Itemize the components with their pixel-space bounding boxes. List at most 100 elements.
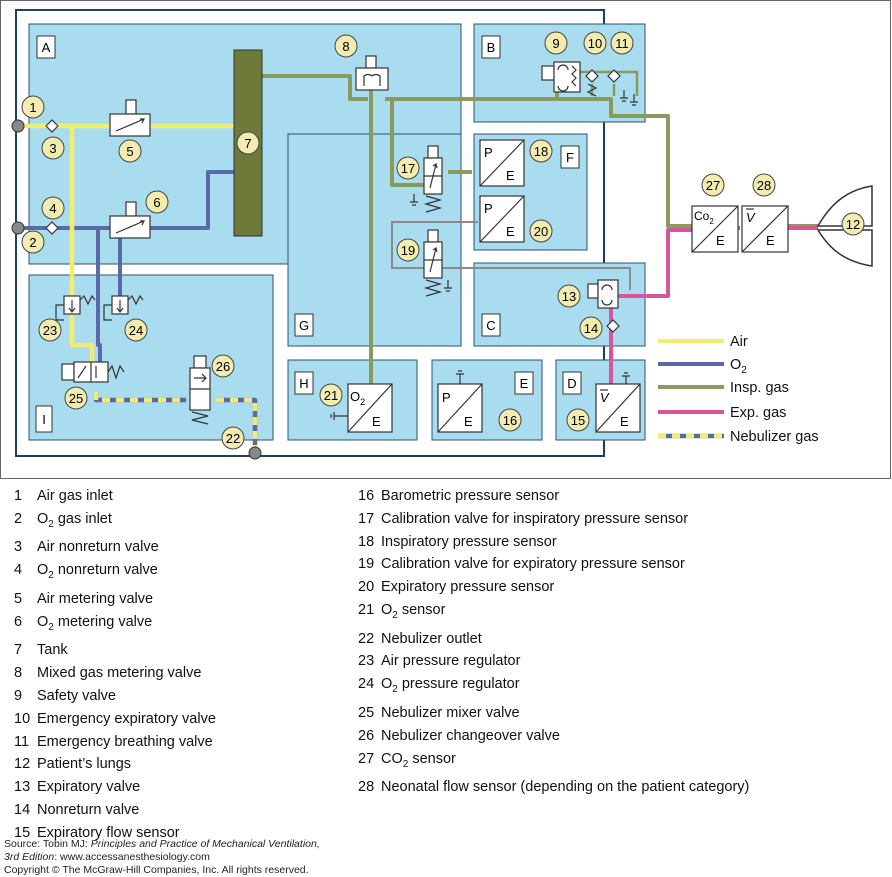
- svg-text:3: 3: [49, 141, 56, 156]
- callout-20: 20: [529, 219, 553, 243]
- legend-text-rest: nonreturn valve: [53, 562, 158, 579]
- section-letter-f: F: [560, 145, 580, 169]
- legend-number: 26: [358, 727, 375, 744]
- legend-text: Air metering valve: [37, 590, 154, 607]
- o2-metering-valve: [109, 201, 151, 239]
- svg-text:E: E: [766, 233, 775, 248]
- o2-line-regulator: [96, 228, 102, 374]
- svg-text:23: 23: [43, 323, 57, 338]
- svg-text:16: 16: [503, 413, 517, 428]
- air-metering-valve: [109, 99, 151, 137]
- inspiratory-pressure-sensor: P E: [479, 139, 525, 187]
- legend-number: 2: [14, 510, 23, 527]
- svg-text:A: A: [42, 40, 51, 55]
- legend-text: Nebulizer mixer valve: [381, 704, 520, 721]
- legend-text: Expiratory flow sensor: [37, 824, 180, 841]
- svg-text:F: F: [566, 150, 574, 165]
- o2-pressure-regulator: [103, 294, 144, 321]
- svg-text:G: G: [299, 318, 309, 333]
- legend-subscript: 2: [48, 621, 54, 633]
- svg-text:E: E: [506, 224, 515, 239]
- svg-text:5: 5: [126, 144, 133, 159]
- callout-19: 19: [396, 238, 420, 262]
- legend-text-rest: metering valve: [53, 613, 153, 630]
- callout-18: 18: [529, 139, 553, 163]
- insp-gas-line-calibration: [390, 99, 472, 187]
- legend-number: 24: [358, 676, 375, 693]
- legend-number: 4: [14, 562, 23, 579]
- key-o2-label: O2: [730, 357, 747, 376]
- legend-text: Calibration valve for inspiratory pressu…: [381, 510, 689, 527]
- pressure-line-exp: [391, 221, 631, 290]
- svg-text:6: 6: [153, 195, 160, 210]
- legend-subscript: 2: [402, 758, 409, 770]
- legend-text: Calibration valve for expiratory pressur…: [381, 556, 685, 573]
- section-letter-d: D: [562, 371, 582, 395]
- legend-text: Nonreturn valve: [37, 802, 140, 819]
- svg-text:4: 4: [49, 201, 56, 216]
- legend-text: O: [381, 676, 393, 693]
- legend-text: Emergency expiratory valve: [37, 710, 216, 727]
- svg-text:26: 26: [216, 359, 230, 374]
- legend-subscript: 2: [48, 570, 54, 582]
- svg-text:2: 2: [29, 235, 36, 250]
- svg-text:9: 9: [552, 36, 559, 51]
- key-neb-label: Nebulizer gas: [730, 429, 819, 445]
- svg-text:O2: O2: [350, 389, 365, 407]
- emergency-expiratory-valve: [585, 69, 599, 83]
- safety-valve: [541, 61, 581, 93]
- svg-text:25: 25: [69, 391, 83, 406]
- svg-text:10: 10: [588, 36, 602, 51]
- legend-text: Air nonreturn valve: [37, 539, 159, 556]
- legend-text: Expiratory pressure sensor: [381, 579, 555, 596]
- svg-text:E: E: [506, 168, 515, 183]
- expiratory-valve: [587, 279, 619, 309]
- legend-number: 3: [14, 539, 23, 556]
- legend-number: 21: [358, 601, 375, 618]
- callout-9: 9: [544, 31, 568, 55]
- legend-text: O: [37, 562, 49, 579]
- legend-number: 19: [358, 556, 375, 573]
- svg-text:20: 20: [534, 224, 548, 239]
- ground-symbol-b2: [630, 94, 638, 106]
- legend-text: Air gas inlet: [37, 488, 113, 504]
- insp-gas-line-main: [385, 97, 694, 228]
- legend-number: 13: [14, 779, 31, 796]
- svg-text:27: 27: [706, 178, 720, 193]
- svg-text:H: H: [299, 376, 308, 391]
- callout-25: 25: [64, 386, 88, 410]
- callout-7: 7: [236, 131, 260, 155]
- key-insp-label: Insp. gas: [730, 380, 789, 396]
- expiratory-pressure-sensor: P E: [479, 195, 525, 243]
- source-credit: Source: Tobin MJ: Principles and Practic…: [4, 838, 320, 877]
- legend-subscript: 2: [392, 609, 398, 621]
- callout-17: 17: [396, 156, 420, 180]
- legend-text: O: [37, 613, 49, 630]
- svg-text:22: 22: [226, 431, 240, 446]
- svg-text:P: P: [442, 390, 451, 405]
- svg-text:18: 18: [534, 144, 548, 159]
- legend-number: 6: [14, 613, 23, 630]
- emergency-valve-10-spring: [586, 83, 598, 97]
- svg-text:V: V: [600, 390, 610, 405]
- o2-sensor: O2 E: [330, 383, 393, 433]
- o2-nonreturn-valve: [45, 221, 59, 235]
- svg-text:P: P: [484, 201, 493, 216]
- svg-text:Co2: Co2: [694, 209, 714, 226]
- mixed-gas-metering-valve: [355, 55, 389, 91]
- legend-text: Emergency breathing valve: [37, 733, 213, 750]
- legend-text-rest: pressure regulator: [397, 676, 520, 693]
- key-exp-label: Exp. gas: [730, 405, 786, 421]
- legend-number: 18: [358, 533, 375, 550]
- ground-symbol-b1: [620, 90, 628, 102]
